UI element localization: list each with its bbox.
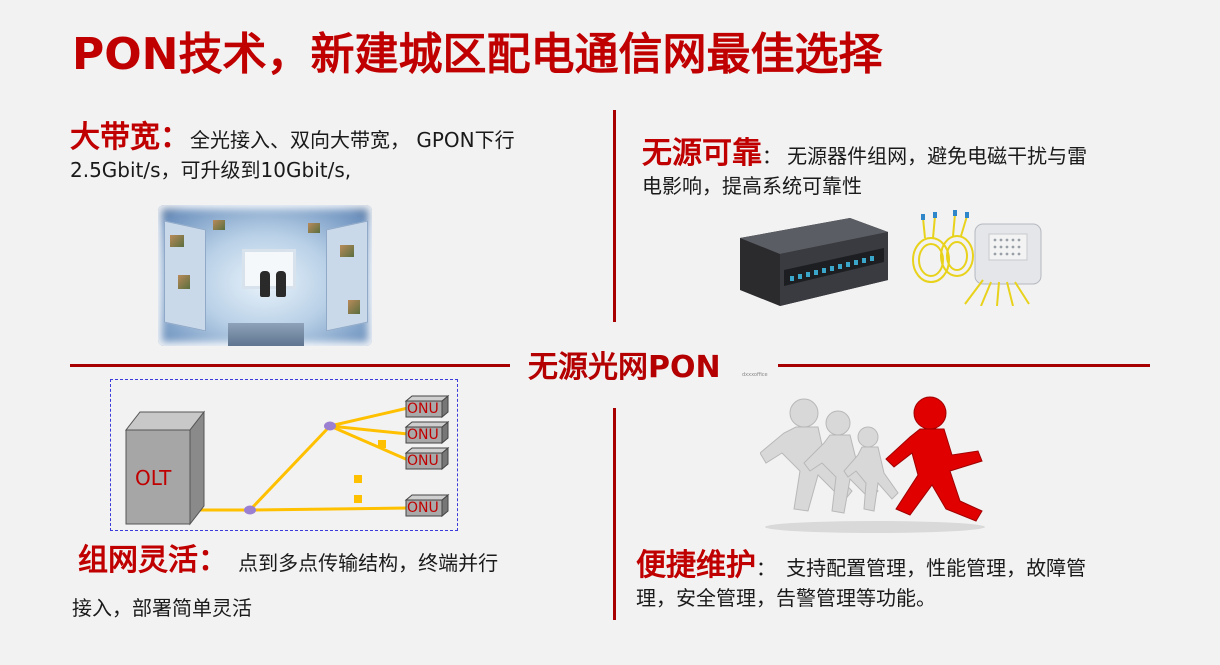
passive-heading: 无源可靠 (642, 136, 762, 171)
section-bandwidth: 大带宽：全光接入、双向大带宽， GPON下行 2.5Gbit/s，可升级到10G… (70, 118, 590, 185)
vertical-divider-top (613, 110, 616, 322)
bandwidth-text-1: 全光接入、双向大带宽， GPON下行 (190, 128, 515, 152)
watermark: dxxxoffice (742, 372, 768, 378)
fiber-splitter-box-image (912, 210, 1042, 306)
maintenance-colon: ： (756, 556, 776, 580)
onu-label: ONU (407, 500, 439, 516)
section-flexible: 组网灵活： 点到多点传输结构，终端并行 接入，部署简单灵活 (72, 540, 598, 623)
passive-text-2: 电影响，提高系统可靠性 (642, 174, 862, 198)
maintenance-text-1: 支持配置管理，性能管理，故障管 (786, 556, 1087, 580)
bandwidth-text-2: 2.5Gbit/s，可升级到10Gbit/s, (70, 158, 352, 182)
page-title: PON技术，新建城区配电通信网最佳选择 (72, 29, 883, 80)
horizontal-divider-right (778, 364, 1150, 367)
broadband-illustration (158, 205, 372, 346)
onu-label: ONU (407, 427, 439, 443)
olt-label: OLT (135, 466, 172, 490)
passive-text-1: 无源器件组网，避免电磁干扰与雷 (787, 144, 1088, 168)
network-diagram-frame (110, 379, 458, 531)
onu-label: ONU (407, 401, 439, 417)
maintenance-text-2: 理，安全管理，告警管理等功能。 (636, 586, 936, 610)
horizontal-divider-left (70, 364, 510, 367)
running-figures-image (760, 396, 985, 533)
fiber-patch-panel-image (740, 218, 888, 306)
passive-colon: ： (762, 144, 782, 168)
bandwidth-heading: 大带宽： (70, 120, 190, 155)
network-diagram (124, 394, 450, 526)
section-maintenance: 便捷维护： 支持配置管理，性能管理，故障管 理，安全管理，告警管理等功能。 (636, 546, 1196, 613)
onu-label: ONU (407, 453, 439, 469)
section-passive: 无源可靠： 无源器件组网，避免电磁干扰与雷 电影响，提高系统可靠性 (642, 134, 1182, 201)
flexible-text-2: 接入，部署简单灵活 (72, 596, 252, 620)
vertical-divider-bottom (613, 408, 616, 620)
flexible-text-1: 点到多点传输结构，终端并行 (238, 551, 499, 575)
center-label: 无源光网PON (528, 350, 721, 385)
maintenance-heading: 便捷维护 (636, 548, 756, 583)
flexible-heading: 组网灵活： (78, 543, 228, 578)
